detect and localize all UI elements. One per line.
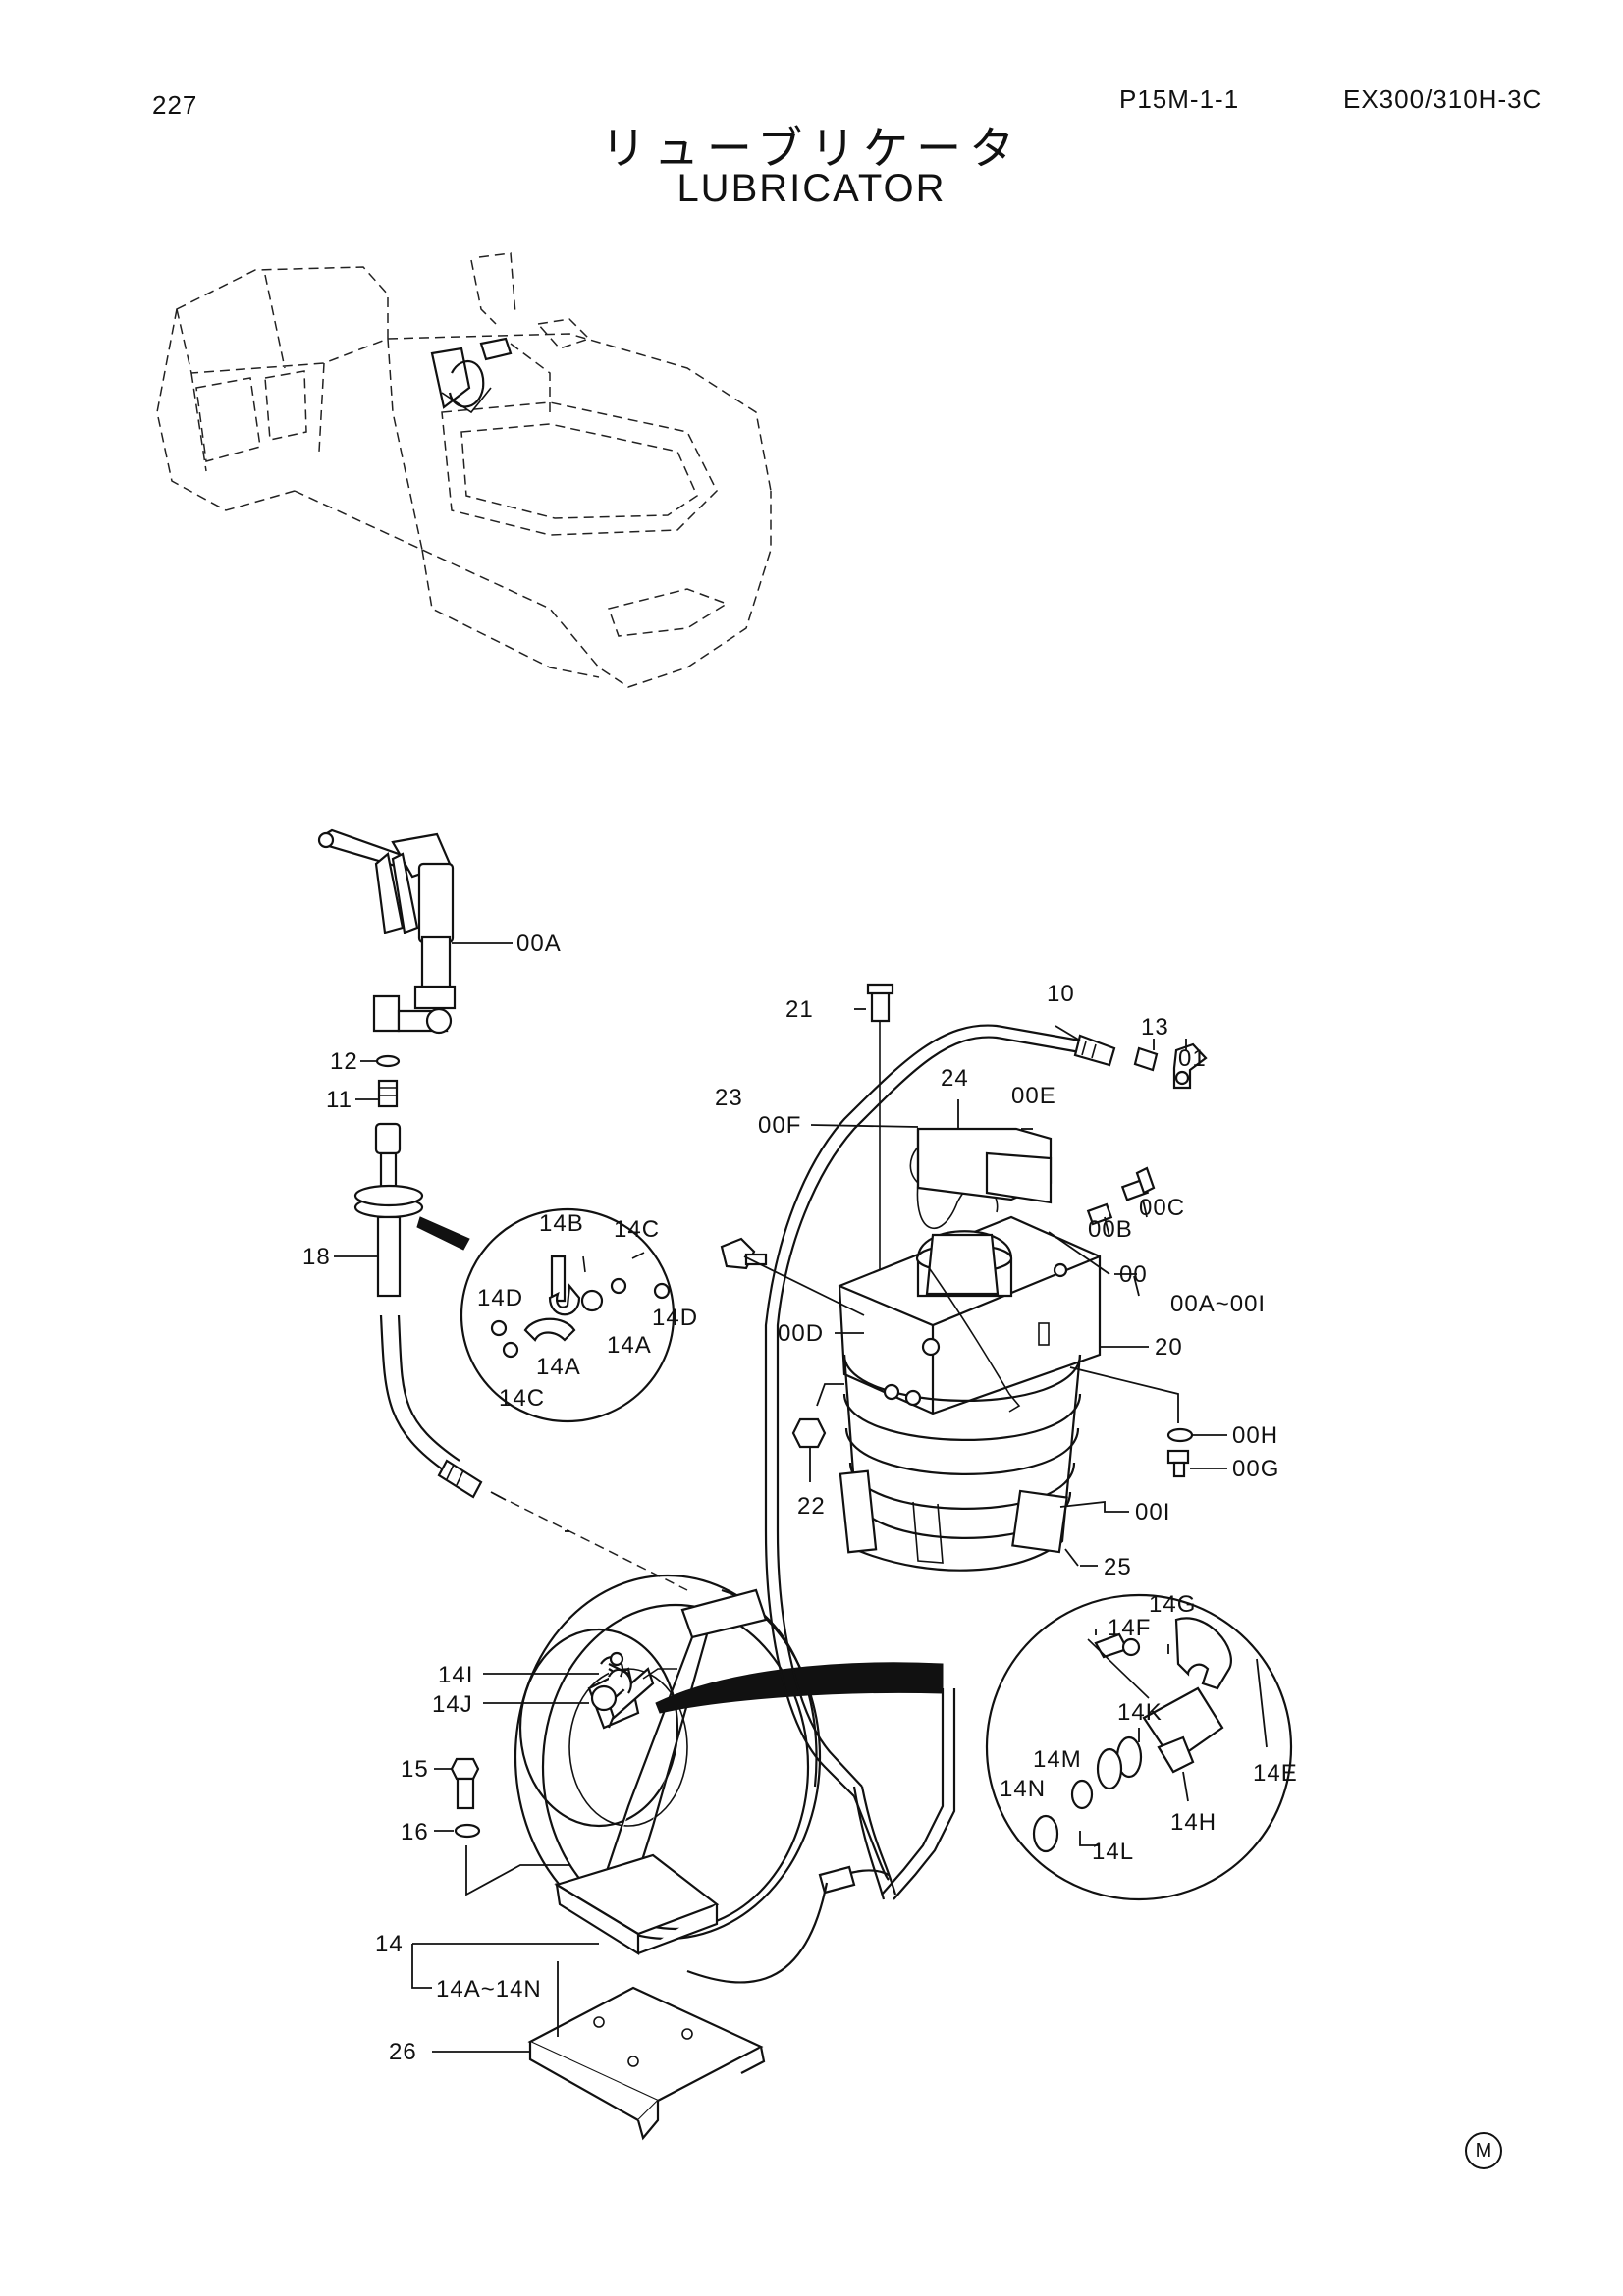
clamp-detail-circle (416, 1207, 676, 1423)
label-00B: 00B (1088, 1216, 1133, 1243)
label-00: 00 (1119, 1261, 1148, 1288)
label-14N: 14N (1000, 1776, 1046, 1802)
label-14J: 14J (432, 1691, 473, 1718)
label-12: 12 (330, 1048, 358, 1075)
bracket-and-fasteners (450, 1757, 766, 2141)
title-japanese: リューブリケータ (600, 122, 1023, 175)
label-14H: 14H (1170, 1809, 1217, 1836)
label-00F: 00F (758, 1112, 801, 1139)
pump-unit-assembly (686, 983, 1208, 1984)
label-00H: 00H (1232, 1422, 1278, 1449)
label-14D-right: 14D (652, 1305, 698, 1331)
label-14G: 14G (1149, 1591, 1196, 1618)
label-23: 23 (715, 1085, 743, 1111)
label-14B: 14B (539, 1210, 584, 1237)
model-code: EX300/310H-3C (1343, 84, 1542, 114)
callout-leaders (334, 942, 1268, 2053)
label-14I: 14I (438, 1662, 473, 1688)
label-22: 22 (797, 1493, 826, 1520)
label-00E: 00E (1011, 1083, 1056, 1109)
label-00G: 00G (1232, 1456, 1279, 1482)
label-14L: 14L (1092, 1839, 1134, 1865)
label-13: 13 (1141, 1014, 1169, 1041)
label-14A-right: 14A (607, 1332, 652, 1359)
label-14E: 14E (1253, 1760, 1298, 1787)
label-25: 25 (1104, 1554, 1132, 1580)
label-26: 26 (389, 2039, 417, 2065)
label-01: 01 (1178, 1045, 1207, 1072)
label-18: 18 (302, 1244, 331, 1270)
callout-labels: 00A 12 11 18 14B 14C 14D 14D 14A 14A 14C… (302, 931, 1298, 2065)
label-10: 10 (1047, 981, 1075, 1007)
label-24: 24 (941, 1065, 969, 1092)
label-14C-top: 14C (614, 1216, 660, 1243)
label-20: 20 (1155, 1334, 1183, 1361)
label-00A-00I: 00A~00I (1170, 1291, 1266, 1317)
label-16: 16 (401, 1819, 429, 1845)
label-14: 14 (375, 1931, 404, 1957)
label-00A: 00A (516, 931, 562, 957)
label-00D: 00D (778, 1320, 824, 1347)
label-14A-14N: 14A~14N (436, 1976, 542, 2002)
label-14M: 14M (1033, 1746, 1082, 1773)
page-code: P15M-1-1 (1119, 84, 1240, 114)
label-15: 15 (401, 1756, 429, 1783)
label-14C-bottom: 14C (499, 1385, 545, 1412)
label-14K: 14K (1117, 1699, 1163, 1726)
page-number: 227 (152, 90, 198, 120)
manufacturer-mark: M (1465, 2132, 1502, 2169)
excavator-overview-illustration (156, 252, 772, 688)
hose-reel-assembly (514, 1574, 944, 1955)
label-00C: 00C (1139, 1195, 1185, 1221)
label-21: 21 (785, 996, 814, 1023)
label-14A-left: 14A (536, 1354, 581, 1380)
title-english: LUBRICATOR (676, 167, 947, 210)
label-14F: 14F (1108, 1615, 1151, 1641)
grease-gun-assembly (317, 828, 688, 1591)
fitting-detail-circle (985, 1593, 1293, 1901)
label-14D-left: 14D (477, 1285, 523, 1311)
label-11: 11 (326, 1087, 352, 1113)
label-00I: 00I (1135, 1499, 1170, 1525)
